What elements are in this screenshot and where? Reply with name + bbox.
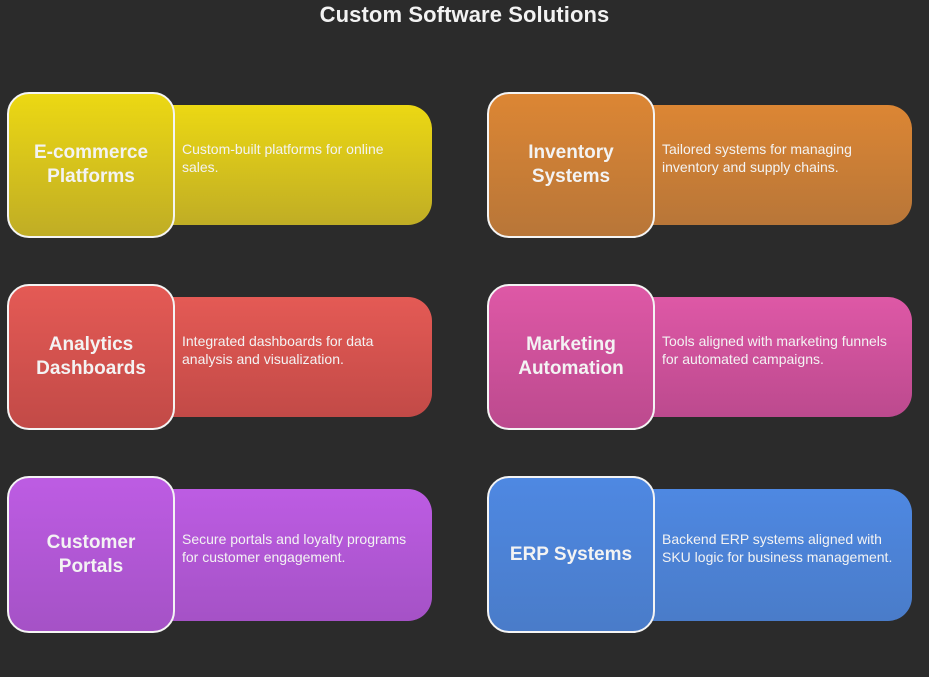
card-description: Secure portals and loyalty programs for … (182, 531, 407, 565)
card-label-box: E-commerce Platforms (7, 92, 175, 238)
diagram-title: Custom Software Solutions (319, 2, 610, 27)
card-description-box: Custom-built platforms for online sales. (165, 105, 432, 225)
card-description: Tailored systems for managing inventory … (662, 141, 852, 175)
card-erp-systems: Backend ERP systems aligned with SKU log… (480, 476, 920, 633)
card-label: ERP Systems (509, 543, 633, 565)
card-description-box: Tailored systems for managing inventory … (645, 105, 912, 225)
card-description: Tools aligned with marketing funnels for… (662, 333, 887, 367)
card-label-box: Analytics Dashboards (7, 284, 175, 430)
card-description-box: Tools aligned with marketing funnels for… (645, 297, 912, 417)
card-description-box: Secure portals and loyalty programs for … (165, 489, 432, 621)
card-analytics-dashboards: Integrated dashboards for data analysis … (0, 284, 440, 430)
card-description-box: Integrated dashboards for data analysis … (165, 297, 432, 417)
card-label-box: Customer Portals (7, 476, 175, 633)
card-label: Inventory Systems (528, 142, 614, 187)
card-inventory-systems: Tailored systems for managing inventory … (480, 92, 920, 238)
card-label: Customer Portals (46, 531, 136, 577)
card-description: Custom-built platforms for online sales. (182, 141, 384, 175)
card-label: E-commerce Platforms (33, 142, 149, 187)
card-label-box: Inventory Systems (487, 92, 655, 238)
card-customer-portals: Secure portals and loyalty programs for … (0, 476, 440, 633)
card-label-box: ERP Systems (487, 476, 655, 633)
card-label: Marketing Automation (518, 334, 624, 379)
card-label: Analytics Dashboards (36, 334, 146, 379)
card-description-box: Backend ERP systems aligned with SKU log… (645, 489, 912, 621)
card-marketing-automation: Tools aligned with marketing funnels for… (480, 284, 920, 430)
card-description: Backend ERP systems aligned with SKU log… (662, 531, 893, 565)
card-label-box: Marketing Automation (487, 284, 655, 430)
card-description: Integrated dashboards for data analysis … (182, 333, 374, 367)
card-ecommerce-platforms: Custom-built platforms for online sales.… (0, 92, 440, 238)
